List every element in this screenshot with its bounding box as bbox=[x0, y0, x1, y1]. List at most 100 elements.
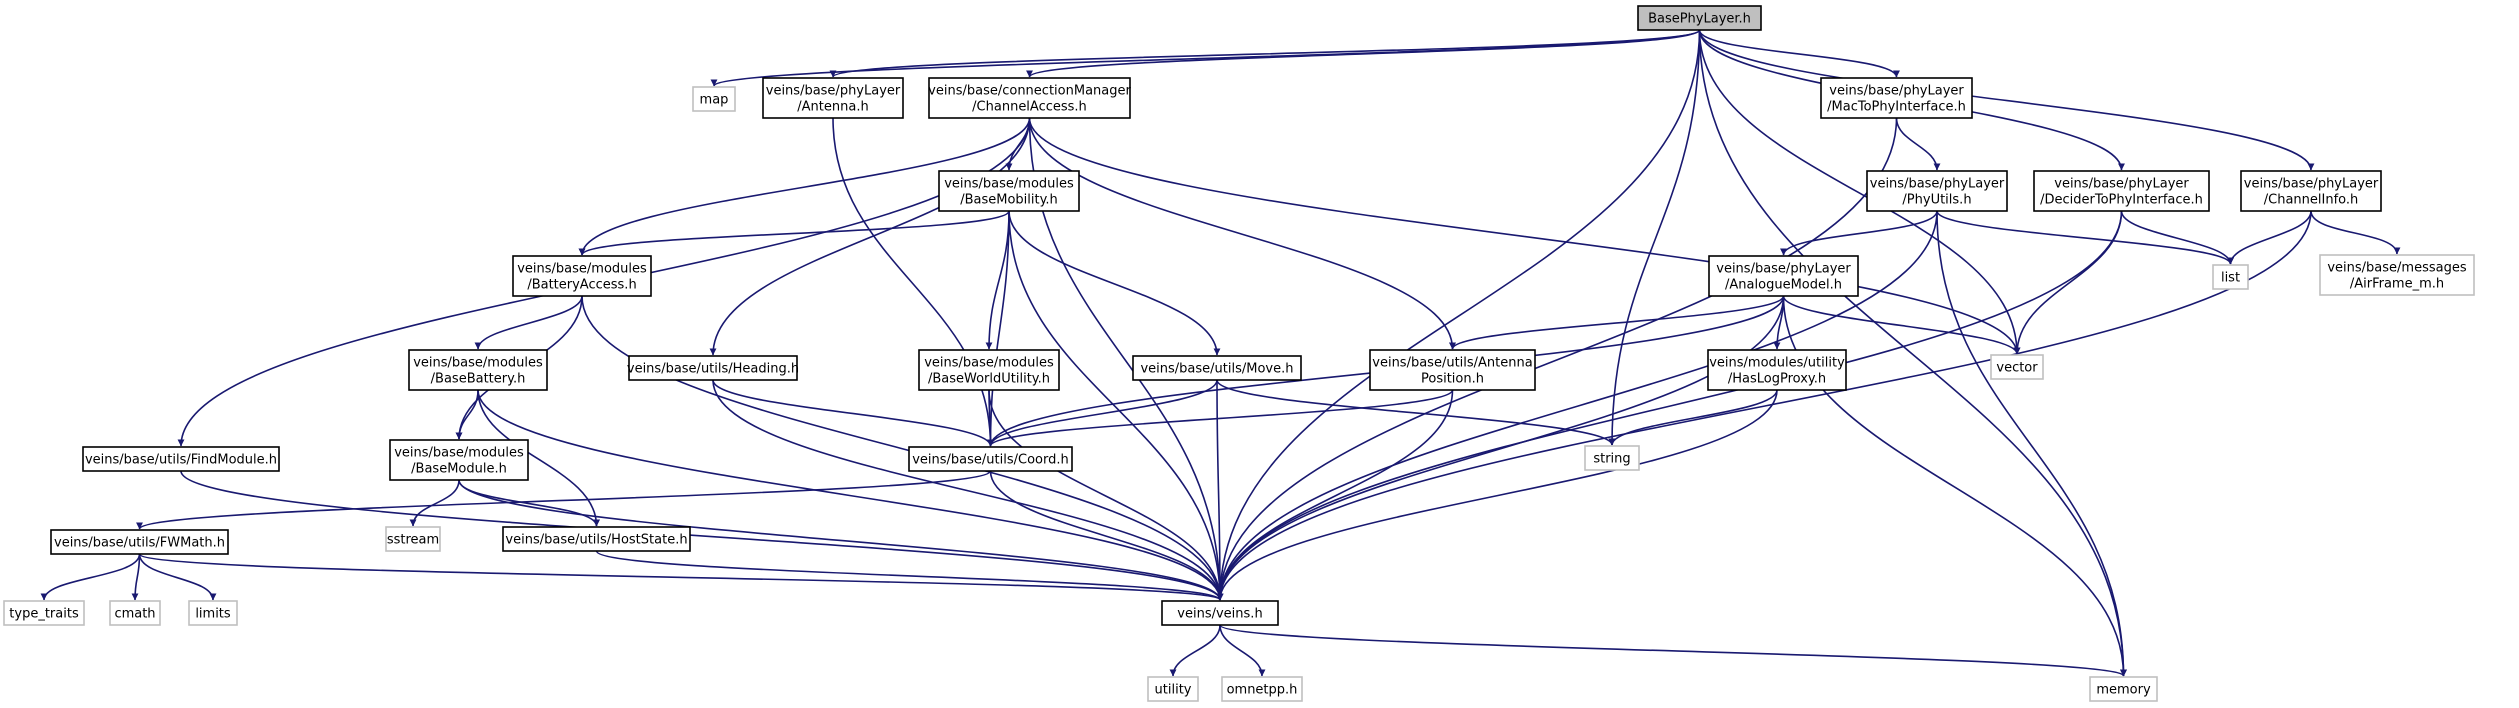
node-has-log-proxy[interactable]: veins/modules/utility/HasLogProxy.h bbox=[1707, 349, 1847, 391]
edge-decider-to-phy-to-veins bbox=[1216, 210, 2123, 601]
dependency-edges bbox=[40, 29, 2401, 677]
node-label: veins/base/phyLayer bbox=[1716, 262, 1851, 277]
node-map: map bbox=[692, 86, 736, 112]
node-vector: vector bbox=[1990, 354, 2044, 380]
node-label: veins/base/modules bbox=[413, 356, 543, 371]
edge-phy-utils-to-analogue-model bbox=[1780, 210, 1938, 256]
edge-base-module-to-veins bbox=[458, 479, 1224, 601]
node-analogue-model[interactable]: veins/base/phyLayer/AnalogueModel.h bbox=[1708, 255, 1859, 297]
node-label: veins/base/modules bbox=[924, 356, 1054, 371]
node-label: veins/base/utils/FindModule.h bbox=[85, 453, 277, 468]
edge-base-phy-layer-to-memory bbox=[1698, 29, 2127, 677]
node-label: /BaseBattery.h bbox=[431, 372, 526, 387]
node-label: veins/base/phyLayer bbox=[1829, 84, 1964, 99]
node-label: veins/base/modules bbox=[394, 446, 524, 461]
edge-base-mobility-to-battery-access bbox=[578, 210, 1010, 256]
edge-base-phy-layer-to-vector bbox=[1698, 29, 2021, 355]
edge-antenna-to-coord bbox=[832, 117, 994, 447]
edge-move-to-veins bbox=[1216, 379, 1224, 601]
node-box bbox=[82, 446, 280, 472]
node-box bbox=[109, 600, 161, 626]
node-channel-info[interactable]: veins/base/phyLayer/ChannelInfo.h bbox=[2240, 170, 2382, 212]
edge-base-phy-layer-to-string bbox=[1608, 29, 1701, 446]
node-move[interactable]: veins/base/utils/Move.h bbox=[1132, 355, 1302, 381]
node-box bbox=[918, 349, 1060, 391]
node-label: /BaseWorldUtility.h bbox=[928, 372, 1050, 387]
edge-fwmath-to-type-traits bbox=[40, 553, 141, 601]
edge-base-phy-layer-to-mac-to-phy bbox=[1698, 29, 1900, 78]
edge-phy-utils-to-memory bbox=[1936, 210, 2127, 677]
node-box bbox=[408, 349, 548, 391]
node-veins[interactable]: veins/veins.h bbox=[1161, 600, 1279, 626]
node-box bbox=[1161, 600, 1279, 626]
edge-base-phy-layer-to-veins bbox=[1216, 29, 1701, 601]
node-label: veins/base/utils/Antenna bbox=[1372, 356, 1532, 371]
edge-fwmath-to-limits bbox=[138, 553, 217, 601]
node-mac-to-phy[interactable]: veins/base/phyLayer/MacToPhyInterface.h bbox=[1820, 77, 1973, 119]
node-label: omnetpp.h bbox=[1227, 683, 1298, 698]
node-box bbox=[188, 600, 238, 626]
node-label: limits bbox=[195, 607, 231, 622]
node-box bbox=[1708, 255, 1859, 297]
node-box bbox=[1132, 355, 1302, 381]
node-limits: limits bbox=[188, 600, 238, 626]
node-box bbox=[2033, 170, 2210, 212]
edge-antenna-position-to-veins bbox=[1216, 389, 1454, 601]
node-box bbox=[389, 439, 529, 481]
edge-coord-to-veins bbox=[989, 470, 1224, 601]
node-box bbox=[628, 355, 798, 381]
edge-channel-access-to-battery-access bbox=[578, 117, 1031, 256]
node-heading[interactable]: veins/base/utils/Heading.h bbox=[627, 355, 799, 381]
node-label: veins/base/modules bbox=[944, 177, 1074, 192]
node-label: /BatteryAccess.h bbox=[527, 278, 636, 293]
edge-move-to-string bbox=[1216, 379, 1616, 446]
edge-phy-utils-to-list bbox=[1936, 210, 2234, 265]
edge-base-world-utility-to-veins bbox=[988, 389, 1224, 601]
node-find-module[interactable]: veins/base/utils/FindModule.h bbox=[82, 446, 280, 472]
node-label: veins/veins.h bbox=[1177, 607, 1262, 622]
edge-find-module-to-veins bbox=[180, 470, 1224, 601]
node-battery-access[interactable]: veins/base/modules/BatteryAccess.h bbox=[512, 255, 652, 297]
node-box bbox=[908, 446, 1073, 472]
edge-coord-to-fwmath bbox=[136, 470, 992, 530]
node-box bbox=[1707, 349, 1847, 391]
node-label: /BaseMobility.h bbox=[960, 193, 1058, 208]
node-base-phy-layer[interactable]: BasePhyLayer.h bbox=[1637, 5, 1762, 31]
node-box bbox=[2212, 264, 2249, 290]
node-box bbox=[1637, 5, 1762, 31]
edge-base-phy-layer-to-channel-access bbox=[1026, 29, 1701, 78]
node-string: string bbox=[1584, 445, 1640, 471]
edge-veins-to-omnetpp bbox=[1219, 624, 1266, 677]
node-phy-utils[interactable]: veins/base/phyLayer/PhyUtils.h bbox=[1866, 170, 2008, 212]
node-fwmath[interactable]: veins/base/utils/FWMath.h bbox=[50, 529, 229, 555]
edge-base-mobility-to-veins bbox=[1008, 210, 1224, 601]
node-type-traits: type_traits bbox=[3, 600, 85, 626]
node-base-battery[interactable]: veins/base/modules/BaseBattery.h bbox=[408, 349, 548, 391]
node-channel-access[interactable]: veins/base/connectionManager/ChannelAcce… bbox=[928, 77, 1131, 119]
node-base-mobility[interactable]: veins/base/modules/BaseMobility.h bbox=[938, 170, 1080, 212]
node-box bbox=[692, 86, 736, 112]
node-box bbox=[1147, 676, 1199, 702]
node-decider-to-phy[interactable]: veins/base/phyLayer/DeciderToPhyInterfac… bbox=[2033, 170, 2210, 212]
node-label: /AirFrame_m.h bbox=[2350, 277, 2444, 292]
edge-channel-info-to-air-frame bbox=[2310, 210, 2401, 255]
edge-host-state-to-veins bbox=[595, 550, 1224, 601]
node-base-module[interactable]: veins/base/modules/BaseModule.h bbox=[389, 439, 529, 481]
node-label: veins/base/phyLayer bbox=[2244, 177, 2379, 192]
node-label: type_traits bbox=[9, 607, 79, 622]
node-label: /PhyUtils.h bbox=[1902, 193, 1971, 208]
node-base-world-utility[interactable]: veins/base/modules/BaseWorldUtility.h bbox=[918, 349, 1060, 391]
edge-base-module-to-sstream bbox=[409, 479, 460, 527]
node-host-state[interactable]: veins/base/utils/HostState.h bbox=[502, 526, 691, 552]
edge-base-mobility-to-move bbox=[1008, 210, 1221, 356]
edge-decider-to-phy-to-list bbox=[2120, 210, 2234, 265]
edge-analogue-model-to-vector bbox=[1782, 295, 2021, 355]
node-coord[interactable]: veins/base/utils/Coord.h bbox=[908, 446, 1073, 472]
edge-battery-access-to-veins bbox=[581, 295, 1224, 601]
node-box bbox=[2319, 254, 2475, 296]
node-omnetpp: omnetpp.h bbox=[1221, 676, 1303, 702]
edge-battery-access-to-base-battery bbox=[474, 295, 583, 350]
node-box bbox=[502, 526, 691, 552]
node-antenna[interactable]: veins/base/phyLayer/Antenna.h bbox=[762, 77, 904, 119]
